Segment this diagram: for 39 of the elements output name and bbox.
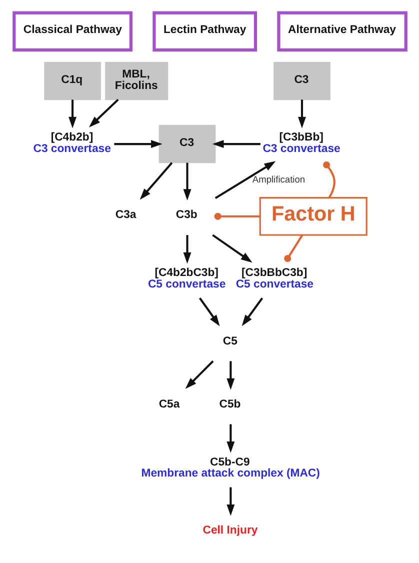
arrow: [139, 162, 172, 200]
node-text: C3a: [114, 209, 136, 222]
node-box: Alternative Pathway: [276, 11, 407, 52]
node-text: C5a: [158, 398, 180, 410]
node-box: Classical Pathway: [12, 11, 132, 52]
arrow: [68, 100, 76, 128]
arrow: [241, 298, 263, 326]
node-box: Factor H: [258, 197, 367, 236]
arrow: [212, 140, 260, 148]
arrow: [212, 234, 252, 263]
arrow: [226, 487, 234, 516]
arrow: [298, 100, 306, 128]
connector: [322, 161, 335, 198]
node-box: C3: [273, 62, 330, 100]
node-box: MBL, Ficolins: [104, 62, 168, 100]
arrow: [184, 360, 214, 389]
arrow: [182, 235, 191, 264]
node-box: Lectin Pathway: [152, 11, 257, 52]
node-text: Cell Injury: [202, 524, 258, 536]
node-text: [C3bBbC3b] C5 convertase: [235, 267, 314, 290]
node-text: [C4b2bC3b] C5 convertase: [147, 267, 226, 290]
arrow: [226, 361, 234, 390]
arrow: [182, 162, 191, 200]
node-text: C5: [222, 335, 237, 348]
edge-label: Amplification: [252, 174, 305, 184]
node-text: [C3bBb] C3 convertase: [262, 132, 340, 156]
node-text: C3b: [175, 209, 197, 222]
node-box: C3: [158, 124, 216, 164]
arrow: [214, 161, 276, 199]
arrow: [226, 424, 234, 453]
node-text: C5b: [218, 398, 240, 410]
node-text: [C4b2b] C3 convertase: [32, 132, 110, 156]
arrow: [198, 298, 220, 326]
arrow: [114, 140, 162, 148]
node-text: C5b-C9 Membrane attack complex (MAC): [140, 456, 320, 480]
connector: [214, 212, 260, 220]
arrow: [88, 98, 118, 128]
connector: [284, 234, 303, 262]
node-box: C1q: [44, 62, 100, 100]
